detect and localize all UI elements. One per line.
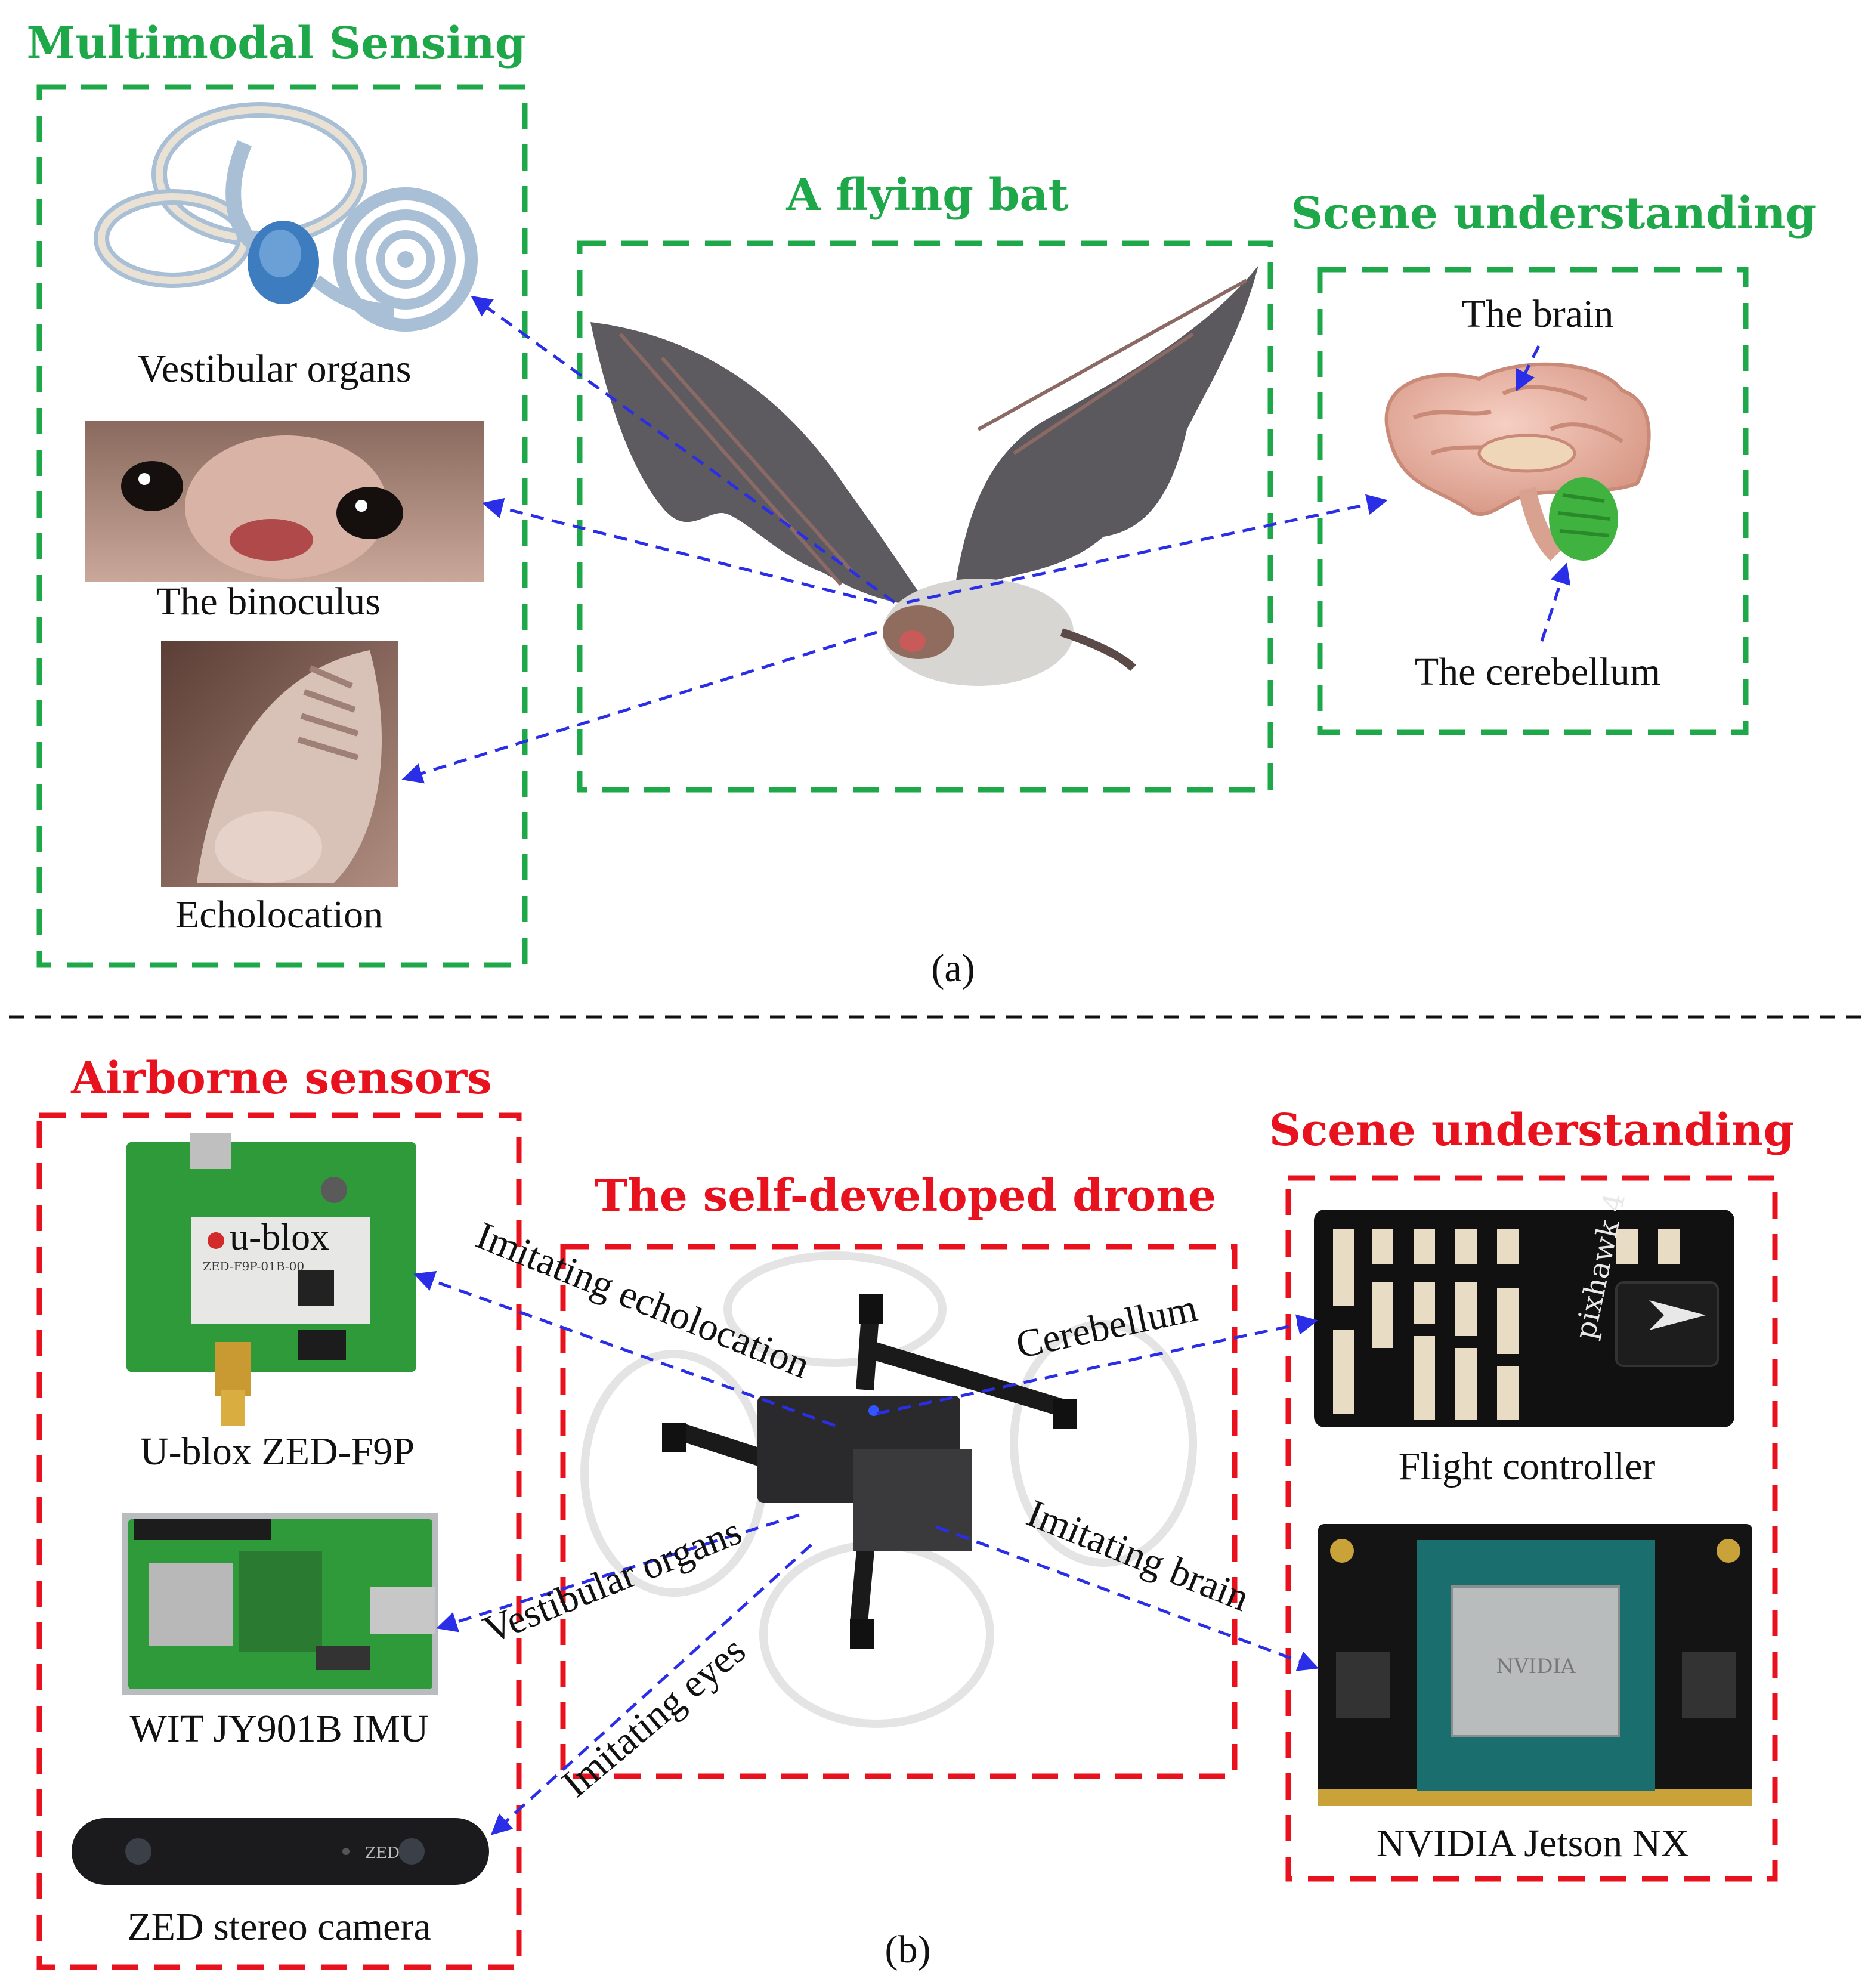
caption-a: (a) — [931, 947, 975, 990]
bat-face-image — [85, 421, 484, 582]
arrow-drone-to-imu — [436, 1513, 800, 1633]
label-zed: ZED stereo camera — [127, 1905, 431, 1949]
imu-board-image — [122, 1513, 438, 1695]
arrow-label-eyes: Imitating eyes — [554, 1628, 754, 1805]
title-scene-understanding-a: Scene understanding — [1291, 188, 1817, 239]
arrow-drone-to-zed — [490, 1544, 812, 1835]
arrow-drone-to-flight-controller — [876, 1314, 1318, 1415]
arrow-label-to-cerebellum — [1540, 562, 1571, 642]
box-flying-bat — [577, 240, 1273, 793]
box-self-developed-drone — [560, 1244, 1238, 1779]
drone-image — [580, 1251, 1197, 1728]
arrow-bat-to-brain — [906, 494, 1388, 604]
label-vestibular-organs: Vestibular organs — [138, 347, 412, 391]
arrow-bat-to-binoculus — [482, 497, 877, 604]
arrow-label-cerebellum: Cerebellum — [1012, 1286, 1201, 1366]
box-scene-understanding-a — [1317, 267, 1749, 735]
title-multimodal-sensing: Multimodal Sensing — [27, 18, 526, 69]
nvidia-chip-text: NVIDIA — [1496, 1655, 1576, 1678]
arrow-drone-to-jetson — [936, 1525, 1319, 1671]
label-flight-controller: Flight controller — [1399, 1445, 1656, 1488]
arrow-bat-to-vestibular — [471, 295, 896, 604]
caption-b: (b) — [885, 1928, 931, 1971]
label-binoculus: The binoculus — [156, 580, 381, 623]
flying-bat-image — [590, 265, 1258, 686]
box-multimodal-sensing — [36, 84, 528, 968]
arrow-drone-to-ublox — [413, 1271, 836, 1427]
bat-ear-image — [161, 641, 398, 887]
title-flying-bat: A flying bat — [785, 169, 1068, 221]
label-cerebellum: The cerebellum — [1415, 650, 1660, 694]
label-echolocation: Echolocation — [175, 893, 383, 936]
vestibular-organ-image — [94, 102, 478, 332]
title-self-developed-drone: The self-developed drone — [595, 1170, 1216, 1222]
label-ublox: U-blox ZED-F9P — [140, 1430, 415, 1473]
arrow-label-to-brain — [1516, 345, 1541, 392]
ublox-board-image: u-blox ZED-F9P-01B-00 — [126, 1133, 416, 1426]
brain-image — [1384, 362, 1651, 561]
title-scene-understanding-b: Scene understanding — [1269, 1105, 1795, 1156]
arrow-label-brain: Imitating brain — [1021, 1491, 1255, 1619]
label-brain: The brain — [1462, 292, 1614, 336]
label-jetson-nx: NVIDIA Jetson NX — [1377, 1822, 1689, 1865]
box-airborne-sensors — [36, 1112, 522, 1970]
ublox-chip-text: ZED-F9P-01B-00 — [203, 1259, 304, 1273]
jetson-nx-image: NVIDIA — [1318, 1524, 1752, 1806]
arrow-bat-to-echolocation — [401, 630, 877, 784]
title-airborne-sensors: Airborne sensors — [70, 1053, 491, 1104]
flight-controller-image: pixhawk 4 — [1314, 1190, 1734, 1427]
box-scene-understanding-b — [1285, 1175, 1778, 1882]
zed-camera-image: ZED — [72, 1818, 489, 1885]
label-imu: WIT JY901B IMU — [129, 1707, 428, 1751]
zed-logo-text: ZED — [365, 1844, 400, 1862]
ublox-logo-text: u-blox — [230, 1216, 329, 1258]
